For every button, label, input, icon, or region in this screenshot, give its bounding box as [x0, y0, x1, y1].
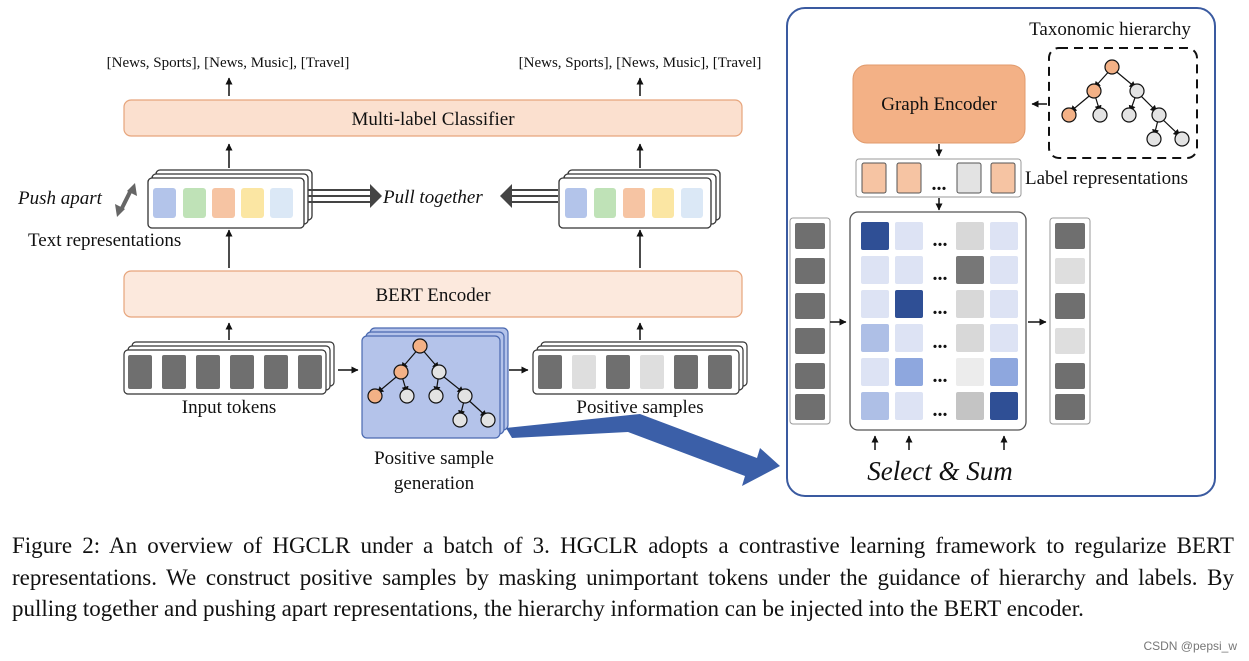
push-apart-label: Push apart [17, 188, 103, 209]
generation-hierarchy-tree [367, 338, 496, 428]
attention-matrix [849, 211, 1027, 431]
pull-together-arrow-right [500, 184, 558, 208]
graph-encoder-label: Graph Encoder [881, 94, 997, 115]
positive-samples-label: Positive samples [576, 397, 703, 418]
positive-sample-generation-label-line2: generation [394, 473, 475, 494]
input-tokens-label: Input tokens [182, 397, 276, 418]
text-representations-label: Text representations [28, 230, 181, 251]
multi-label-classifier-box [123, 99, 743, 137]
label-representations-row [855, 158, 1022, 198]
bert-encoder-label: BERT Encoder [375, 285, 491, 306]
output-label-right: [News, Sports], [News, Music], [Travel] [519, 55, 762, 71]
csdn-watermark: CSDN @pepsi_w [1143, 639, 1237, 653]
token-column-right [1049, 217, 1091, 425]
positive-sample-generation-label-line1: Positive sample [374, 448, 494, 469]
label-representations-label: Label representations [1025, 168, 1188, 189]
pull-together-label: Pull together [382, 187, 483, 208]
token-column-left [789, 217, 831, 425]
push-apart-double-arrow [115, 183, 137, 217]
taxonomic-hierarchy-label: Taxonomic hierarchy [1029, 19, 1191, 40]
pull-together-arrow-left [308, 184, 382, 208]
matrix-ellipsis-row3: ... [933, 297, 948, 319]
select-sum-label: Select & Sum [867, 456, 1012, 486]
output-label-left: [News, Sports], [News, Music], [Travel] [107, 55, 350, 71]
matrix-ellipsis-row2: ... [933, 263, 948, 285]
taxonomic-hierarchy-tree [1061, 59, 1190, 147]
label-reps-ellipsis: ... [932, 173, 947, 195]
matrix-ellipsis-row1: ... [933, 229, 948, 251]
matrix-ellipsis-row4: ... [933, 331, 948, 353]
graph-encoder-box [852, 64, 1026, 144]
taxonomic-hierarchy-box [1048, 47, 1198, 159]
matrix-ellipsis-row6: ... [933, 399, 948, 421]
text-representation-stack-left [147, 169, 313, 229]
matrix-ellipsis-row5: ... [933, 365, 948, 387]
bert-encoder-box [123, 270, 743, 318]
input-tokens-stack [123, 341, 335, 395]
big-flow-arrow [506, 414, 780, 486]
text-representation-stack-right [558, 169, 721, 229]
multi-label-classifier-label: Multi-label Classifier [351, 109, 515, 130]
label-aware-panel [786, 7, 1216, 497]
positive-samples-stack [532, 341, 748, 395]
hgclr-overview-diagram: [News, Sports], [News, Music], [Travel] … [17, 7, 1216, 497]
figure-caption: Figure 2: An overview of HGCLR under a b… [12, 533, 1234, 621]
